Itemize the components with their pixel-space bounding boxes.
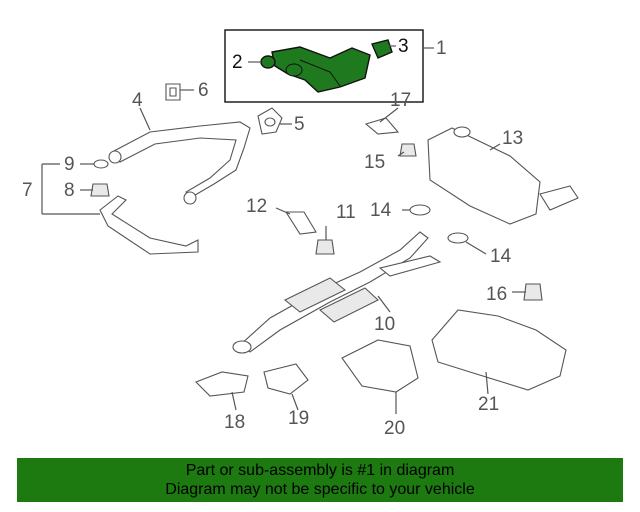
- callout-10: 10: [374, 314, 395, 335]
- callout-20: 20: [384, 418, 405, 439]
- callout-14b: 14: [490, 246, 512, 267]
- callout-8: 8: [64, 180, 75, 201]
- exhaust-parts-diagram: 1 2 3 4 5 6 7 8 9 10 11 12 13 14 14 15 1…: [22, 29, 579, 439]
- part-10-center-pipe[interactable]: [232, 231, 442, 354]
- callout-16: 16: [486, 284, 507, 305]
- part-16-hanger[interactable]: [523, 283, 543, 301]
- part-5-gasket[interactable]: [257, 107, 283, 135]
- callout-18: 18: [224, 412, 245, 433]
- part-6-bracket[interactable]: [165, 83, 181, 101]
- callout-15: 15: [364, 152, 385, 173]
- part-1-catalytic-converter[interactable]: [271, 46, 371, 93]
- highlight-box: [224, 29, 424, 103]
- leader-lines: [41, 45, 526, 414]
- callout-4: 4: [132, 90, 143, 111]
- banner-line-1: Part or sub-assembly is #1 in diagram: [185, 462, 455, 479]
- callout-12: 12: [246, 196, 267, 217]
- callout-1: 1: [436, 38, 447, 59]
- part-13-muffler[interactable]: [427, 126, 579, 225]
- part-3-gasket[interactable]: [371, 39, 393, 59]
- callout-19: 19: [288, 408, 309, 429]
- part-12-bracket[interactable]: [284, 211, 317, 235]
- callout-21: 21: [478, 394, 499, 415]
- callout-17: 17: [390, 90, 411, 111]
- callout-9: 9: [64, 154, 75, 175]
- part-15-hanger[interactable]: [399, 143, 417, 157]
- part-18-heat-shield[interactable]: [195, 371, 249, 397]
- callout-7: 7: [22, 180, 33, 201]
- part-2-gasket[interactable]: [260, 55, 276, 69]
- vehicle-fit-banner: Part or sub-assembly is #1 in diagram Di…: [17, 458, 623, 502]
- part-8-mount[interactable]: [90, 183, 110, 197]
- part-11-hanger[interactable]: [315, 239, 335, 255]
- callout-13: 13: [502, 128, 523, 149]
- callout-11: 11: [336, 202, 356, 223]
- part-4-y-pipe[interactable]: [108, 121, 251, 205]
- part-14-gasket-lower[interactable]: [447, 232, 469, 244]
- part-17-bracket[interactable]: [364, 117, 400, 135]
- callout-6: 6: [198, 80, 209, 101]
- part-14-gasket-upper[interactable]: [409, 204, 431, 216]
- banner-line-2: Diagram may not be specific to your vehi…: [165, 481, 475, 498]
- part-9-grommet[interactable]: [93, 159, 109, 169]
- callout-2: 2: [232, 52, 243, 73]
- callout-5: 5: [294, 114, 305, 135]
- callout-14a: 14: [370, 200, 392, 221]
- part-21-heat-shield[interactable]: [431, 309, 567, 391]
- part-19-heat-shield[interactable]: [263, 363, 309, 395]
- callout-3: 3: [398, 36, 409, 57]
- part-20-heat-shield[interactable]: [341, 339, 419, 393]
- part-7-bracket[interactable]: [99, 195, 199, 255]
